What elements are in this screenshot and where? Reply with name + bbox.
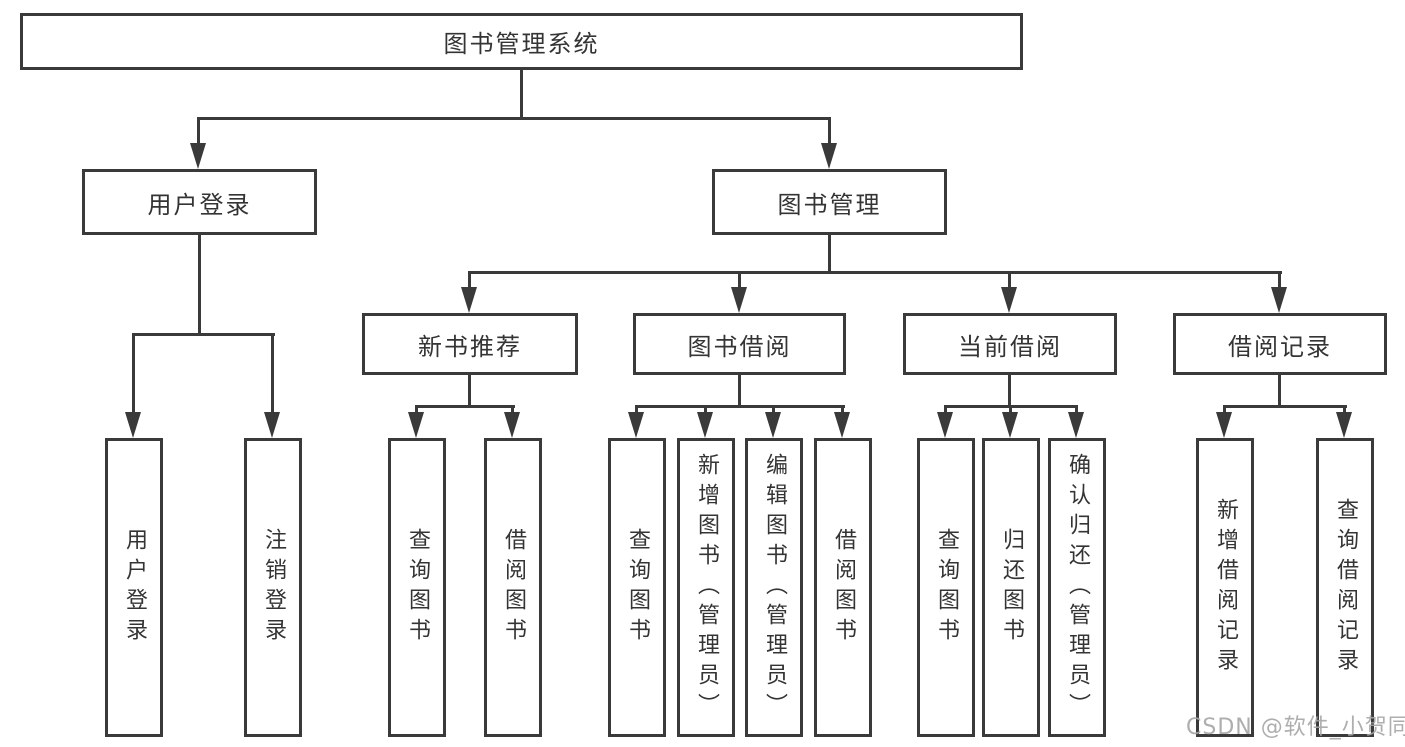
leaf-borrow-books: 借阅图书 [814,438,872,737]
connector-line [944,405,947,416]
connector-line [198,235,201,335]
arrow-down-icon [125,412,141,438]
connector-line [1278,271,1281,291]
connector-line [828,235,831,273]
connector-line [468,271,471,291]
leaf-logout: 注销登录 [244,438,302,737]
leaf-query-borrow-record: 查询借阅记录 [1316,438,1374,737]
connector-line [468,375,471,407]
connector-line [738,375,741,407]
arrow-down-icon [190,143,206,169]
connector-line [415,405,515,408]
node-label: 新书推荐 [418,332,522,361]
leaf-query-books: 查询图书 [608,438,666,737]
arrow-down-icon [937,412,953,438]
arrow-down-icon [765,412,781,438]
arrow-down-icon [731,287,747,313]
connector-line [841,405,844,416]
connector-line [1009,405,1012,416]
leaf-label: 新增图书（管理员） [694,452,719,723]
connector-line [635,405,638,416]
arrow-down-icon [834,412,850,438]
node-borrowing-records: 借阅记录 [1173,313,1387,375]
connector-line [132,333,135,414]
leaf-label: 查询图书 [934,527,959,648]
connector-line [635,405,845,408]
arrow-down-icon [697,412,713,438]
connector-line [1075,405,1078,416]
connector-line [772,405,775,416]
node-library-management-system: 图书管理系统 [20,13,1023,70]
node-current-borrowing: 当前借阅 [903,313,1117,375]
node-label: 图书管理 [777,190,882,219]
connector-line [197,117,831,120]
leaf-label: 归还图书 [999,527,1024,648]
leaf-edit-books-admin: 编辑图书（管理员） [745,438,803,737]
connector-line [828,117,831,147]
node-book-borrowing: 图书借阅 [633,313,846,375]
arrow-down-icon [1216,412,1232,438]
connector-line [415,405,418,416]
leaf-borrow-books: 借阅图书 [484,438,542,737]
arrow-down-icon [1271,287,1287,313]
node-label: 用户登录 [147,190,252,219]
connector-line [1223,405,1347,408]
connector-line [132,333,275,336]
connector-line [1008,271,1011,291]
node-label: 当前借阅 [958,332,1062,361]
connector-line [511,405,514,416]
connector-line [520,70,523,119]
node-book-management: 图书管理 [712,169,947,235]
leaf-label: 用户登录 [122,527,147,648]
leaf-label: 新增借阅记录 [1213,497,1238,678]
arrow-down-icon [1001,287,1017,313]
connector-line [271,333,274,414]
connector-line [197,117,200,147]
arrow-down-icon [264,412,280,438]
connector-line [468,271,1282,274]
node-label: 借阅记录 [1228,332,1332,361]
leaf-label: 编辑图书（管理员） [762,452,787,723]
arrow-down-icon [821,143,837,169]
leaf-add-borrow-record: 新增借阅记录 [1196,438,1254,737]
arrow-down-icon [504,412,520,438]
arrow-down-icon [628,412,644,438]
leaf-confirm-return-admin: 确认归还（管理员） [1048,438,1106,737]
arrow-down-icon [461,287,477,313]
leaf-label: 查询图书 [405,527,430,648]
leaf-label: 借阅图书 [501,527,526,648]
leaf-return-books: 归还图书 [982,438,1040,737]
arrow-down-icon [1068,412,1084,438]
leaf-label: 确认归还（管理员） [1065,452,1090,723]
leaf-user-login: 用户登录 [105,438,163,737]
connector-line [1223,405,1226,416]
connector-line [1008,375,1011,407]
arrow-down-icon [1002,412,1018,438]
connector-line [1278,375,1281,407]
leaf-label: 注销登录 [261,527,286,648]
arrow-down-icon [408,412,424,438]
leaf-add-books-admin: 新增图书（管理员） [677,438,735,737]
leaf-query-books: 查询图书 [917,438,975,737]
connector-line [1343,405,1346,416]
arrow-down-icon [1336,412,1352,438]
leaf-label: 查询图书 [625,527,650,648]
node-new-book-recommendation: 新书推荐 [362,313,578,375]
leaf-query-books: 查询图书 [388,438,446,737]
leaf-label: 借阅图书 [831,527,856,648]
node-user-login: 用户登录 [82,169,317,235]
connector-line [738,271,741,291]
node-label: 图书管理系统 [443,30,600,58]
node-label: 图书借阅 [687,332,792,361]
connector-line [704,405,707,416]
leaf-label: 查询借阅记录 [1333,497,1358,678]
csdn-watermark: CSDN @软件_小贺同学 [1186,715,1405,740]
